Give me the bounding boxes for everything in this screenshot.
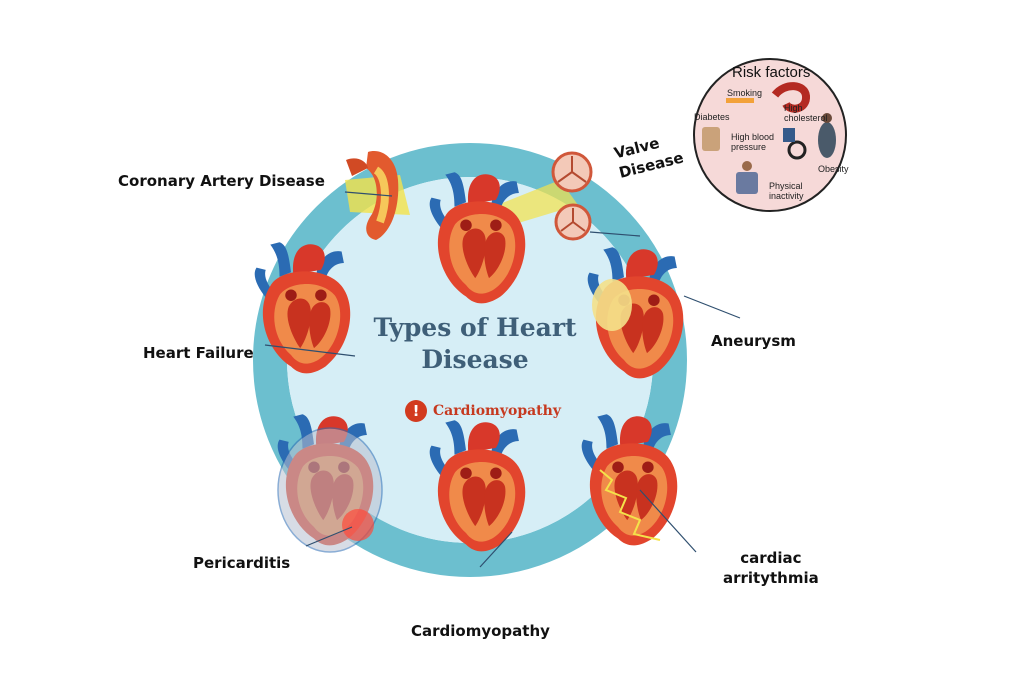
- person-obese-icon: [818, 122, 836, 158]
- person-sitting-icon: [736, 172, 758, 194]
- cardiomyopathy-badge: ! Cardiomyopathy: [405, 398, 561, 424]
- risk-factors-title: Risk factors: [732, 64, 811, 81]
- inner-disc: [287, 177, 653, 543]
- label-pericarditis: Pericarditis: [193, 554, 291, 572]
- aneurysm-bulge: [592, 279, 632, 331]
- risk-factors-panel: [693, 58, 847, 212]
- risk-bp: High blood pressure: [731, 132, 775, 152]
- label-heart-failure: Heart Failure: [143, 344, 254, 362]
- valve-icon: [551, 151, 641, 241]
- label-arrhythmia: cardiac arritythmia: [723, 549, 819, 587]
- risk-obesity: Obesity: [818, 164, 849, 174]
- diagram-title: Types of Heart Disease: [373, 313, 577, 374]
- label-coronary: Coronary Artery Disease: [118, 172, 325, 190]
- badge-label: Cardiomyopathy: [433, 403, 561, 419]
- outer-ring: [253, 143, 687, 577]
- risk-smoking: Smoking: [727, 88, 763, 98]
- label-aneurysm: Aneurysm: [711, 332, 796, 350]
- glucose-meter-icon: [702, 127, 720, 151]
- risk-cholesterol: High cholesterol: [784, 103, 828, 123]
- exclamation-icon: !: [405, 400, 427, 422]
- bp-monitor-icon: [787, 140, 807, 160]
- cigarette-icon: [726, 98, 754, 103]
- label-cardiomyopathy: Cardiomyopathy: [411, 622, 550, 640]
- risk-diabetes: Diabetes: [694, 112, 730, 122]
- inflammation-spot: [342, 509, 374, 541]
- artery-cholesterol-icon: [771, 82, 810, 113]
- electrical-path: [599, 469, 661, 541]
- risk-inactivity: Physical inactivity: [769, 181, 804, 201]
